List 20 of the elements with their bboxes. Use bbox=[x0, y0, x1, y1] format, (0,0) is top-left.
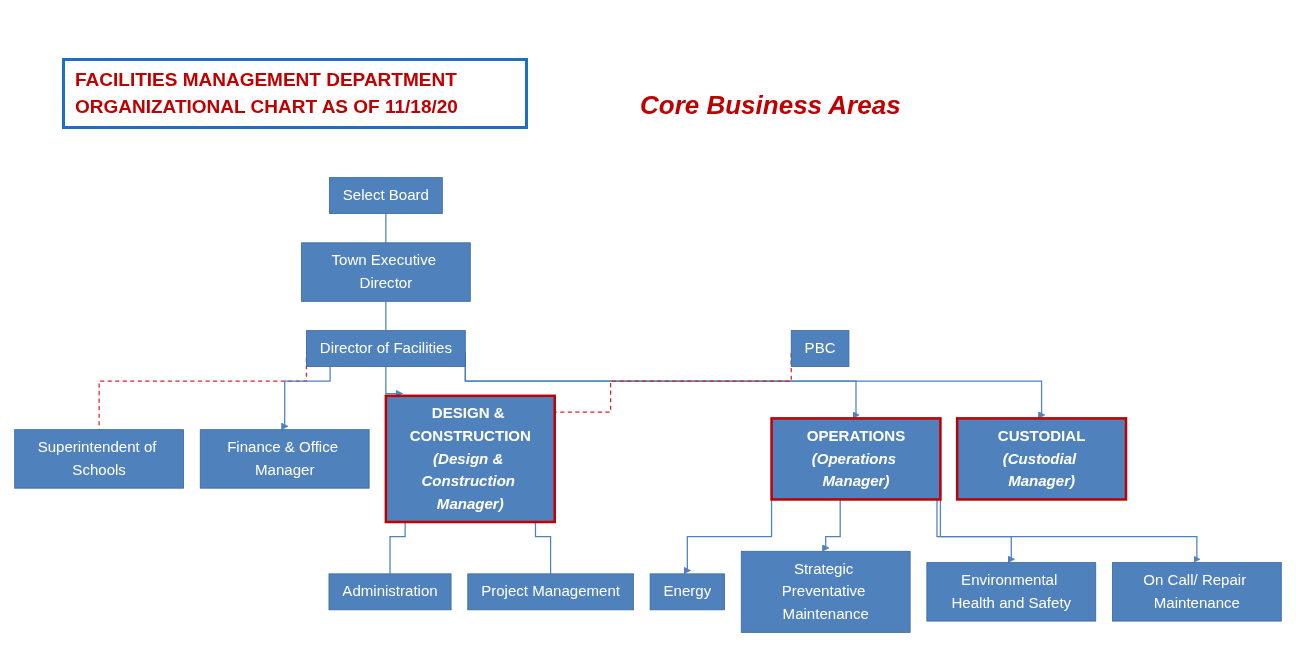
node-box: Select Board bbox=[329, 177, 443, 214]
node-box: OPERATIONS (Operations Manager) bbox=[770, 417, 942, 501]
node-box: Director of Facilities bbox=[306, 330, 466, 367]
connector bbox=[385, 300, 387, 332]
node-box: Environmental Health and Safety bbox=[926, 562, 1097, 622]
node-box: Strategic Preventative Maintenance bbox=[740, 550, 911, 633]
node-box: Project Management bbox=[467, 573, 634, 611]
node-box: Finance & Office Manager bbox=[199, 429, 370, 489]
node-box: PBC bbox=[790, 330, 850, 367]
node-box: Superintendent of Schools bbox=[14, 429, 184, 489]
node-box: Energy bbox=[649, 573, 725, 611]
node-box: Administration bbox=[328, 573, 452, 611]
connector bbox=[385, 212, 387, 244]
section-heading: Core Business Areas bbox=[640, 90, 901, 121]
node-box: DESIGN & CONSTRUCTION (Design & Construction Manager) bbox=[384, 394, 556, 524]
node-box: CUSTODIAL (Custodial Manager) bbox=[955, 417, 1128, 501]
node-box: On Call/ Repair Maintenance bbox=[1112, 562, 1282, 622]
chart-title: FACILITIES MANAGEMENT DEPARTMENT ORGANIZATIONAL CHART AS OF 11/18/20 bbox=[62, 58, 528, 130]
arrow bbox=[281, 365, 331, 430]
node-box: Town Executive Director bbox=[301, 242, 471, 302]
